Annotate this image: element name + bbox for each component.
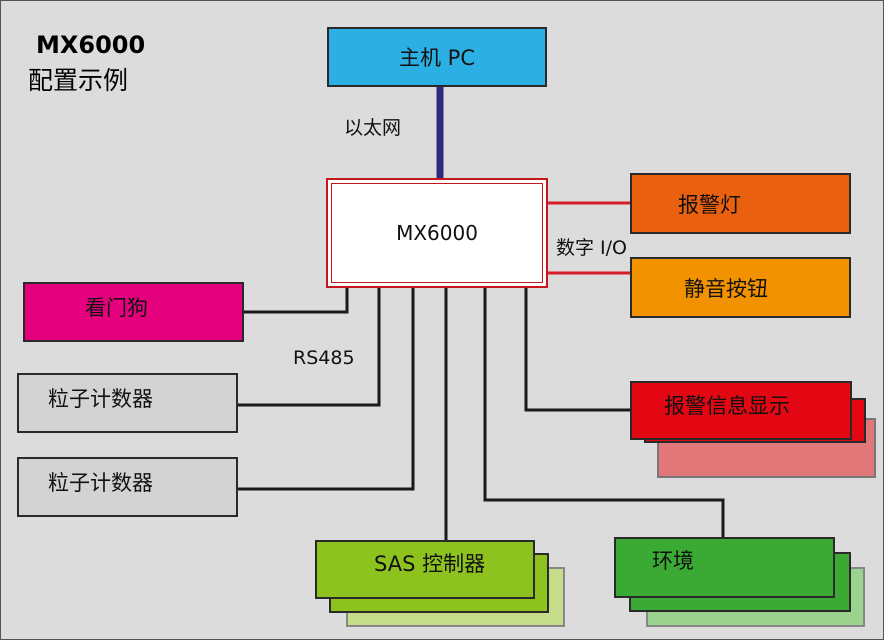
digital-io-label: 数字 I/O	[556, 237, 627, 259]
watchdog-box: 看门狗	[23, 282, 244, 342]
line-environment	[483, 288, 725, 537]
sas-controller-label: SAS 控制器	[374, 552, 486, 576]
particle-counter-box-2: 粒子计数器	[17, 457, 238, 517]
controller-inner-border	[331, 183, 543, 283]
environment-label: 环境	[652, 549, 694, 573]
host-pc-label: 主机 PC	[398, 46, 475, 70]
rs485-label: RS485	[293, 347, 355, 369]
controller-box: MX6000	[326, 178, 548, 288]
line-particle-counter-1	[238, 288, 381, 407]
alarm-display-label: 报警信息显示	[664, 394, 790, 418]
line-particle-counter-2	[238, 288, 415, 491]
ethernet-label: 以太网	[344, 117, 402, 139]
mute-button-label: 静音按钮	[684, 276, 768, 301]
alarm-light-label: 报警灯	[678, 192, 741, 217]
sas-controller-box: SAS 控制器	[315, 540, 535, 599]
host-pc-box: 主机 PC	[327, 27, 547, 87]
particle-counter-box-1: 粒子计数器	[17, 373, 238, 433]
alarm-display-box: 报警信息显示	[630, 381, 852, 440]
diagram-subtitle: 配置示例	[28, 66, 129, 95]
line-watchdog	[244, 288, 349, 314]
particle-counter-label-1: 粒子计数器	[48, 387, 153, 411]
diagram-title: MX6000	[36, 31, 146, 59]
watchdog-label: 看门狗	[85, 296, 148, 320]
mute-button-box: 静音按钮	[630, 257, 851, 318]
environment-box: 环境	[614, 537, 835, 598]
particle-counter-label-2: 粒子计数器	[48, 471, 153, 495]
controller-label: MX6000	[396, 221, 478, 245]
alarm-light-box: 报警灯	[630, 173, 851, 234]
line-alarm-display	[524, 288, 632, 412]
